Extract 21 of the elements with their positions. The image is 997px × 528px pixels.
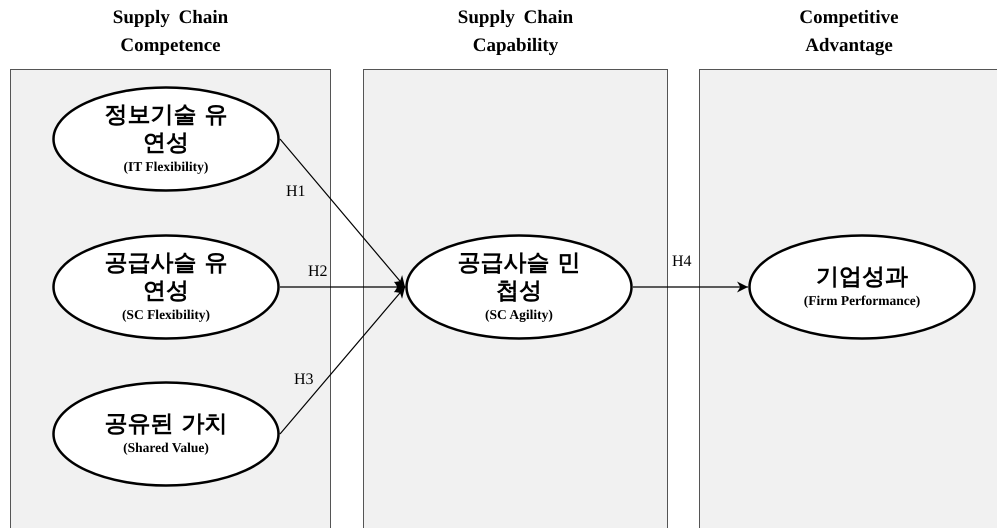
construct-name: 정보기술 유연성 [104, 101, 228, 157]
edge-label: H1 [286, 183, 306, 201]
construct-name: 기업성과 [816, 263, 908, 291]
edge-label: H3 [294, 371, 314, 389]
construct-name: 공급사슬 유연성 [104, 249, 228, 305]
construct-subtitle: (SC Agility) [485, 306, 553, 324]
edge-label: H4 [672, 253, 692, 271]
construct-subtitle: (Shared Value) [123, 439, 209, 457]
panel-heading: Supply Chain Competence [112, 6, 230, 58]
construct-subtitle: (Firm Performance) [804, 292, 920, 310]
arrow [280, 286, 406, 434]
arrow [633, 282, 748, 292]
arrow [280, 282, 405, 292]
edge-label: H2 [308, 263, 328, 281]
construct-subtitle: (SC Flexibility) [122, 306, 210, 324]
panel-heading: Supply Chain Capability [456, 6, 574, 58]
construct-name: 공유된 가치 [104, 410, 228, 438]
panel-heading: Competitive Advantage [798, 6, 900, 58]
construct-subtitle: (IT Flexibility) [124, 158, 208, 176]
arrow [280, 138, 406, 288]
construct-name: 공급사슬 민첩성 [456, 249, 582, 305]
